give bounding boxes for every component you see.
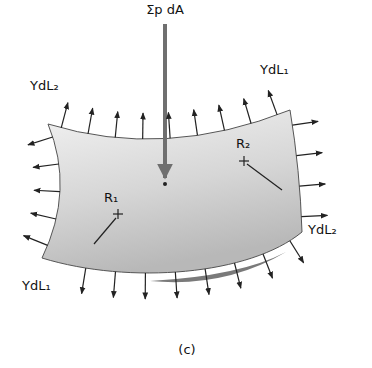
force-label: Σp dA (144, 2, 186, 18)
tension-arrow (244, 99, 251, 124)
tension-arrow (219, 105, 225, 130)
tension-arrow (24, 236, 48, 246)
tension-arrow (194, 110, 198, 136)
tension-arrow (33, 164, 59, 167)
tension-arrow (34, 190, 60, 191)
pressure-force-arrow (163, 24, 167, 178)
tension-arrow (168, 112, 170, 138)
surface-underside (150, 252, 286, 282)
tension-arrow (28, 137, 53, 145)
tension-arrow (263, 254, 272, 278)
tension-arrow (290, 241, 304, 263)
center-dot (163, 182, 167, 186)
tension-arrow (145, 273, 146, 299)
tension-arrow (299, 184, 325, 186)
tension-label: YdL₂ (28, 78, 61, 94)
tension-arrow (115, 112, 118, 138)
radius-label: R₂ (234, 136, 252, 152)
tension-arrow (175, 272, 177, 298)
tension-arrow (205, 269, 209, 295)
tension-arrow (296, 153, 322, 156)
tension-arrow (82, 268, 86, 294)
radius-r1 (94, 209, 123, 244)
tension-arrow (88, 108, 93, 134)
tension-arrow (61, 103, 68, 128)
tension-label: YdL₂ (306, 222, 339, 238)
tension-arrows (24, 90, 328, 298)
tension-arrow (301, 215, 327, 216)
tension-arrow (268, 90, 277, 114)
tension-arrow (234, 263, 240, 288)
tension-arrow (292, 121, 318, 125)
tension-label: YdL₁ (20, 278, 53, 294)
figure-label: (c) (176, 342, 197, 358)
radius-r2 (239, 156, 282, 190)
tension-arrow (113, 272, 115, 298)
tension-label: YdL₁ (258, 62, 291, 78)
radius-label: R₁ (102, 190, 120, 206)
tension-arrow (142, 113, 144, 139)
curved-surface (42, 110, 302, 273)
tension-arrow (31, 213, 56, 219)
